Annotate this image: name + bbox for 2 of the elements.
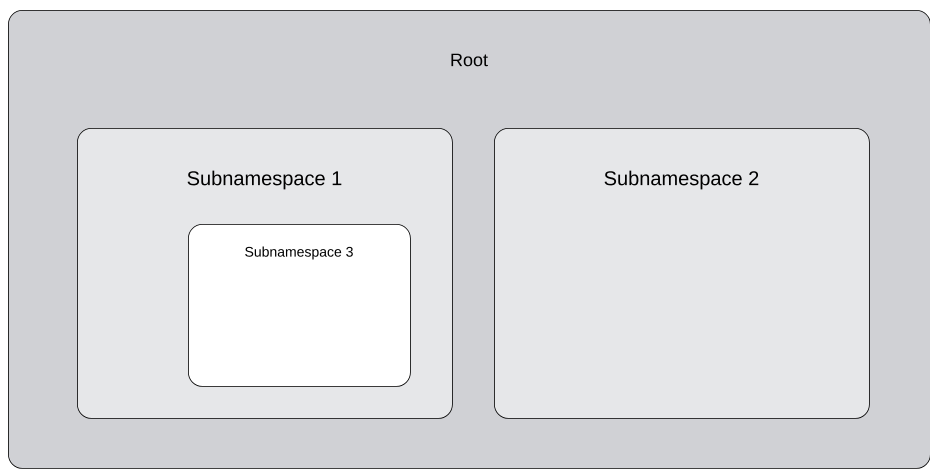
namespace-box: Subnamespace 2 — [494, 128, 870, 419]
namespace-box: Subnamespace 3 — [188, 224, 411, 387]
